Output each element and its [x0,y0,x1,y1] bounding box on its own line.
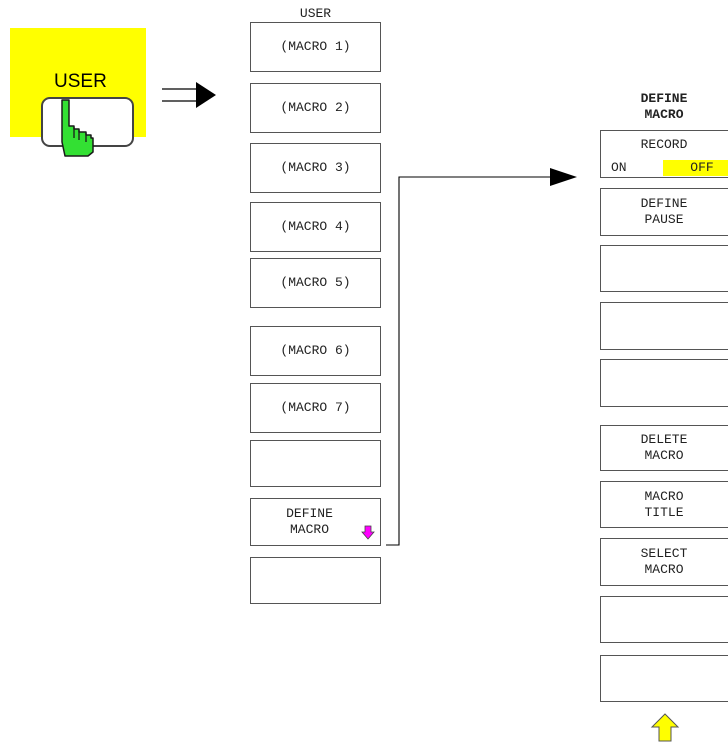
macro-6-label: (MACRO 6) [280,343,351,358]
macro-3-softkey[interactable]: (MACRO 3) [250,143,381,193]
select-macro-line2: MACRO [644,562,684,577]
macro-4-label: (MACRO 4) [280,219,351,234]
macro-title-line1: MACRO [644,488,684,504]
macro-5-label: (MACRO 5) [280,275,351,290]
return-up-arrow-icon [650,713,680,742]
select-macro-line1: SELECT [640,546,688,561]
select-macro-softkey[interactable]: SELECT MACRO [600,538,728,586]
submenu-arrow-icon [361,525,375,540]
empty-softkey[interactable] [600,596,728,643]
pressing-finger-icon [61,99,94,157]
macro-6-softkey[interactable]: (MACRO 6) [250,326,381,376]
define-pause-line1: DEFINE [640,196,688,211]
macro-title-softkey[interactable]: MACRO TITLE [600,481,728,528]
define-macro-menu-title: DEFINE MACRO [600,91,728,123]
record-on-off-softkey[interactable]: RECORD ON OFF [600,130,728,178]
macro-1-label: (MACRO 1) [280,39,351,54]
submenu-connector-arrow [386,168,577,546]
user-hardkey[interactable]: USER [10,28,146,147]
macro-1-softkey[interactable]: (MACRO 1) [250,22,381,72]
delete-macro-softkey[interactable]: DELETE MACRO [600,425,728,471]
macro-2-label: (MACRO 2) [280,100,351,115]
macro-4-softkey[interactable]: (MACRO 4) [250,202,381,252]
macro-7-softkey[interactable]: (MACRO 7) [250,383,381,433]
user-menu-title: USER [299,6,332,21]
macro-5-softkey[interactable]: (MACRO 5) [250,258,381,308]
define-macro-line1: DEFINE [286,506,333,521]
record-on-option: ON [611,160,627,175]
user-hardkey-label: USER [54,71,107,92]
hardkey-to-menu-arrow [162,82,216,108]
empty-softkey[interactable] [250,557,381,604]
define-pause-softkey[interactable]: DEFINE PAUSE [600,188,728,236]
define-menu-title-line2: MACRO [644,107,684,122]
macro-3-label: (MACRO 3) [280,160,351,175]
delete-macro-line2: MACRO [644,448,684,463]
empty-softkey[interactable] [250,440,381,487]
empty-softkey[interactable] [600,359,728,407]
macro-title-line2: TITLE [644,504,684,520]
empty-softkey[interactable] [600,655,728,702]
define-pause-line2: PAUSE [644,212,684,227]
record-off-option: OFF [663,160,728,176]
define-macro-line2: MACRO [289,522,329,537]
define-macro-softkey[interactable]: DEFINE MACRO [250,498,381,546]
record-label: RECORD [640,137,688,152]
macro-2-softkey[interactable]: (MACRO 2) [250,83,381,133]
empty-softkey[interactable] [600,245,728,292]
delete-macro-line1: DELETE [640,432,688,447]
empty-softkey[interactable] [600,302,728,350]
macro-7-label: (MACRO 7) [280,400,351,415]
define-menu-title-line1: DEFINE [640,91,688,106]
